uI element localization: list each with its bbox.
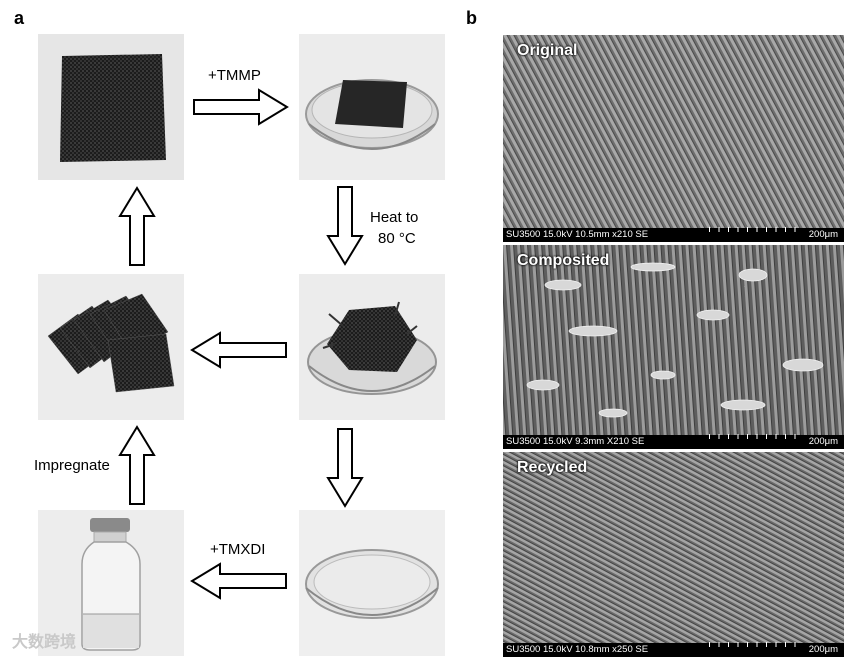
sem-scale-recycled: 200μm <box>808 644 838 655</box>
sem-image-composited: Composited SU3500 15.0kV 9.3mm X210 SE 2… <box>503 245 844 449</box>
sem-scale-original: 200μm <box>808 229 838 240</box>
label-heat-line1: Heat to <box>370 209 419 226</box>
sem-info-recycled: SU3500 15.0kV 10.8mm x250 SE <box>506 644 649 655</box>
sem-title-composited: Composited <box>517 252 610 269</box>
photo-vial <box>38 510 184 656</box>
sem-title-recycled: Recycled <box>517 459 588 476</box>
sem-image-recycled: Recycled SU3500 15.0kV 10.8mm x250 SE 20… <box>503 452 844 657</box>
arrow-left-icon <box>190 562 288 600</box>
panel-a-letter: a <box>14 8 25 28</box>
sem-info-bar: SU3500 15.0kV 10.8mm x250 SE 200μm <box>503 642 844 657</box>
sem-info-composited: SU3500 15.0kV 9.3mm X210 SE <box>506 436 645 447</box>
label-tmmp: +TMMP <box>208 67 261 84</box>
label-tmxdi: +TMXDI <box>210 541 266 558</box>
photo-fabric-in-dish <box>299 274 445 420</box>
arrow-up-icon <box>118 425 156 505</box>
arrow-down-icon <box>326 186 364 266</box>
arrow-up-icon <box>118 186 156 266</box>
sem-info-bar: SU3500 15.0kV 10.5mm x210 SE 200μm <box>503 227 844 242</box>
photo-plate-in-dish <box>299 34 445 180</box>
sem-scale-composited: 200μm <box>808 436 838 447</box>
sem-info-original: SU3500 15.0kV 10.5mm x210 SE <box>506 229 649 240</box>
sem-title-original: Original <box>517 42 578 59</box>
photo-composite-plate <box>38 34 184 180</box>
sem-info-bar: SU3500 15.0kV 9.3mm X210 SE 200μm <box>503 434 844 449</box>
watermark: 大数跨境 <box>12 634 77 651</box>
arrow-left-icon <box>190 331 288 369</box>
sem-image-original: Original SU3500 15.0kV 10.5mm x210 SE 20… <box>503 35 844 242</box>
arrow-right-icon <box>193 88 289 126</box>
label-heat-line2: 80 °C <box>378 230 416 247</box>
label-impregnate: Impregnate <box>34 457 110 474</box>
panel-b-letter: b <box>466 8 477 28</box>
photo-empty-dish <box>299 510 445 656</box>
arrow-down-icon <box>326 428 364 508</box>
photo-recovered-fabrics <box>38 274 184 420</box>
